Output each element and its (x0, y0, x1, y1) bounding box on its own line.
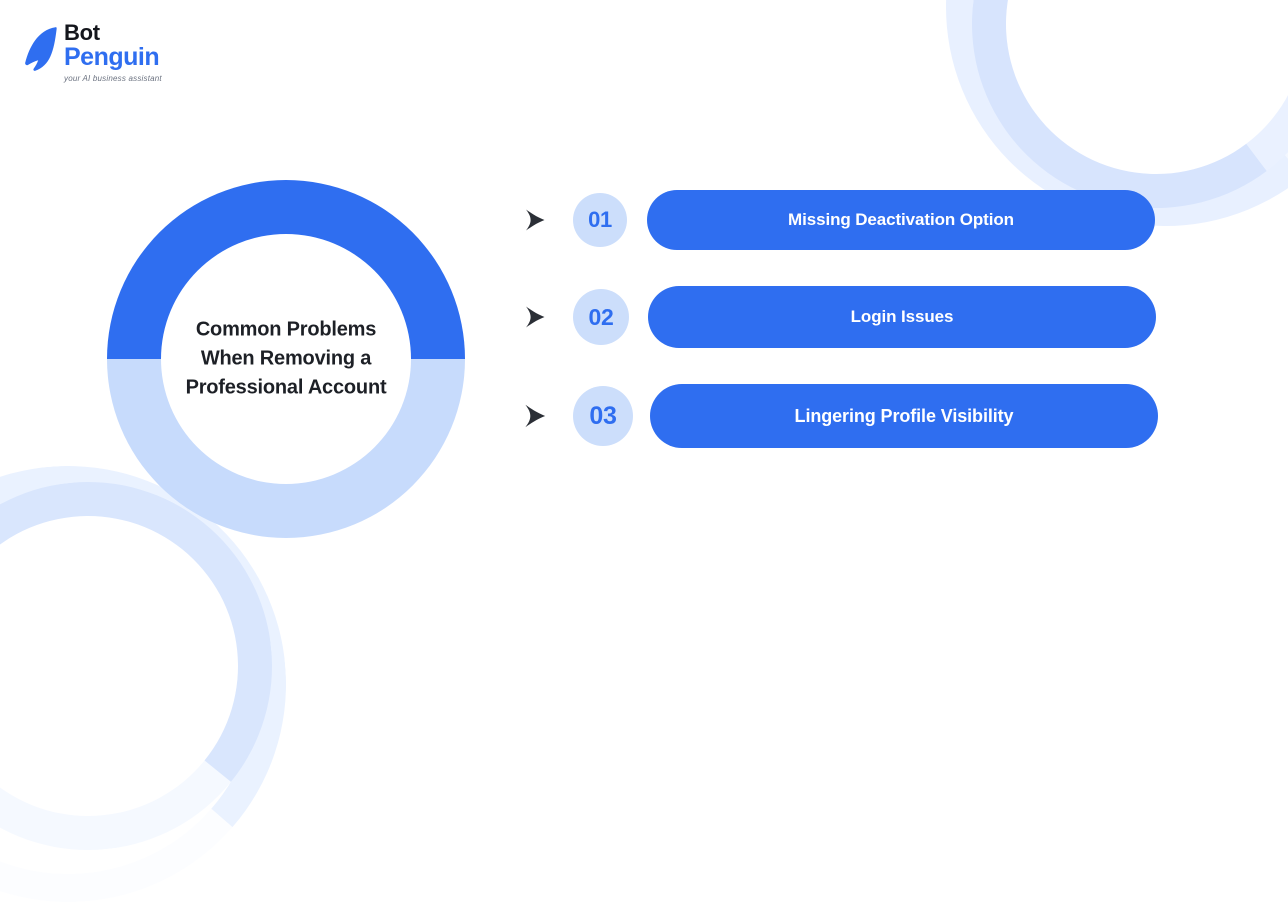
brand-name-bot: Bot (64, 20, 100, 45)
step-pill-button[interactable]: Lingering Profile Visibility (650, 384, 1158, 448)
step-number-badge: 03 (573, 386, 633, 446)
list-item[interactable]: 01 Missing Deactivation Option (515, 190, 1215, 250)
brand-logo: Bot Penguin your AI business assistant (24, 22, 162, 83)
arrow-right-icon (515, 297, 555, 337)
brand-name-penguin: Penguin (64, 43, 160, 71)
penguin-icon (25, 27, 57, 71)
donut-center-title: Common Problems When Removing a Professi… (163, 316, 409, 403)
steps-list: 01 Missing Deactivation Option 02 Login … (515, 190, 1215, 448)
arrow-right-icon (515, 396, 555, 436)
step-number-badge: 01 (573, 193, 627, 247)
brand-tagline: your AI business assistant (64, 74, 162, 83)
step-pill-button[interactable]: Missing Deactivation Option (647, 190, 1155, 250)
step-number-badge: 02 (573, 289, 629, 345)
donut-title-line-3: Professional Account (185, 376, 387, 399)
step-pill-button[interactable]: Login Issues (648, 286, 1156, 348)
donut-title-line-1: Common Problems (195, 318, 377, 341)
donut-chart: Common Problems When Removing a Professi… (107, 180, 465, 538)
donut-title-line-2: When Removing a (200, 347, 372, 370)
brand-wordmark: Bot Penguin your AI business assistant (64, 22, 162, 83)
list-item[interactable]: 03 Lingering Profile Visibility (515, 384, 1215, 448)
list-item[interactable]: 02 Login Issues (515, 286, 1215, 348)
arrow-right-icon (515, 200, 555, 240)
donut-hole (161, 234, 411, 484)
